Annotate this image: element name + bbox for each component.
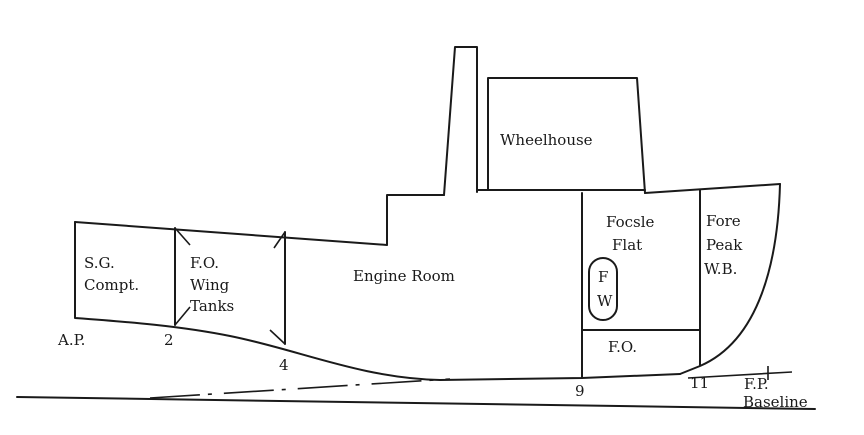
fp-reference-line xyxy=(687,366,793,380)
label-fo-wing-tanks: Wing xyxy=(190,276,230,294)
forecastle-sheer-line xyxy=(644,183,781,194)
label-engine-room: Engine Room xyxy=(353,267,455,285)
marker-frame-2: 2 xyxy=(164,331,174,349)
label-fore-peak: Peak xyxy=(706,236,743,254)
wheelhouse-outline xyxy=(487,77,646,194)
label-fo-tank: F.O. xyxy=(608,338,637,356)
marker-frame-11: 11 xyxy=(690,374,709,392)
fresh-water-tank-oval xyxy=(588,257,618,321)
marker-ap: A.P. xyxy=(57,331,85,349)
label-wheelhouse: Wheelhouse xyxy=(500,131,593,149)
wing-tank-corner-marks xyxy=(174,227,286,345)
marker-fp: F.P. xyxy=(744,375,769,393)
marker-frame-4: 4 xyxy=(279,356,289,374)
label-sg-compt: S.G. xyxy=(84,254,115,272)
label-focsle-flat: Focsle xyxy=(606,213,655,231)
label-sg-compt: Compt. xyxy=(84,276,139,294)
label-fresh-water: W xyxy=(597,292,613,310)
label-fo-wing-tanks: Tanks xyxy=(190,297,234,315)
label-fo-wing-tanks: F.O. xyxy=(190,254,219,272)
label-fresh-water: F xyxy=(598,268,608,286)
funnel-outline xyxy=(443,46,478,196)
label-fore-peak: Fore xyxy=(706,212,741,230)
marker-baseline: Baseline xyxy=(743,393,808,411)
label-focsle-flat: Flat xyxy=(612,236,642,254)
baseline-line xyxy=(16,396,816,410)
main-deck-line xyxy=(74,194,445,246)
trim-dashed-line xyxy=(149,378,451,399)
label-fore-peak: W.B. xyxy=(704,260,737,278)
marker-frame-9: 9 xyxy=(575,382,585,400)
keel-line xyxy=(74,221,681,381)
bow-stem-curve xyxy=(679,183,781,375)
